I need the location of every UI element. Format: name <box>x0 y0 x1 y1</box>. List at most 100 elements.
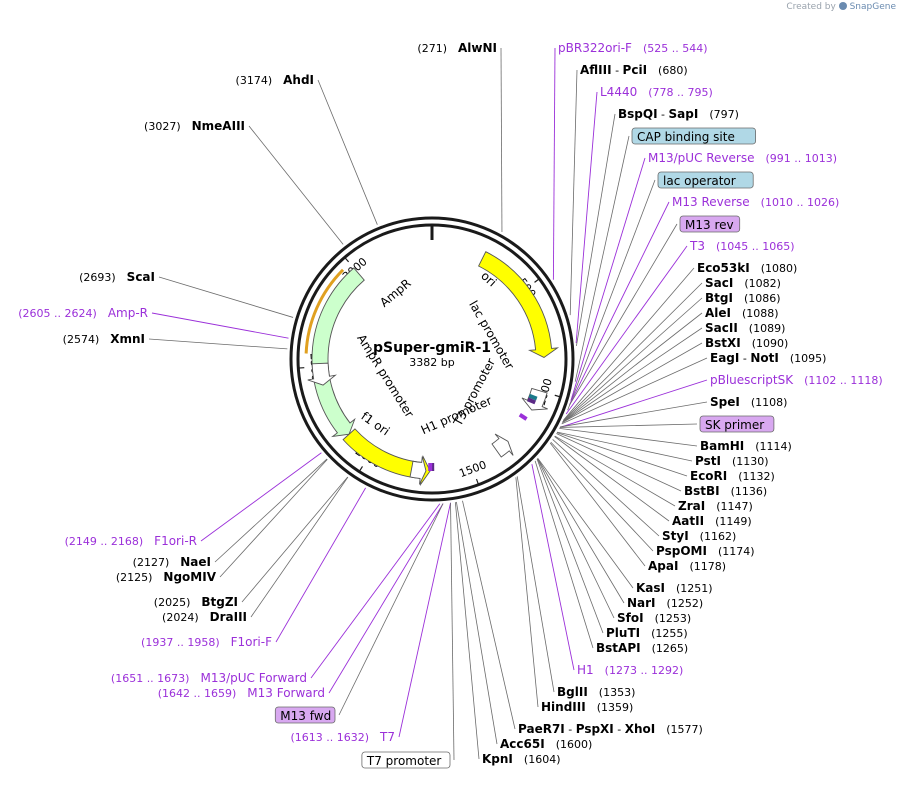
label-pos: (1162) <box>689 530 737 543</box>
label-pos: (1082) <box>733 277 781 290</box>
label-text: StyI (1162) <box>662 529 736 543</box>
site-pluti: PluTI (1255) <box>606 626 688 640</box>
label-text: BtgI (1086) <box>705 291 781 305</box>
label-pos: (1353) <box>588 686 636 699</box>
label-text: (271) AlwNI <box>417 41 497 55</box>
credit-prefix: Created by <box>786 2 836 12</box>
leader-line <box>569 224 677 405</box>
site-paer7i: PaeR7I - PspXI - XhoI (1577) <box>518 722 703 736</box>
label-text: (2127) NaeI <box>133 555 211 569</box>
leader-line <box>550 443 645 566</box>
label-name: M13 Reverse <box>672 195 750 209</box>
label-sep: - <box>612 64 623 77</box>
label-text: EagI - NotI (1095) <box>710 351 826 365</box>
label-sep: - <box>739 352 750 365</box>
label-name: StyI <box>662 529 689 543</box>
site-sfoi: SfoI (1253) <box>617 611 691 625</box>
leader-line <box>562 328 702 422</box>
label-text: (1651 .. 1673) M13/pUC Forward <box>111 671 307 685</box>
feature-label-f1-ori: f1 ori <box>358 409 392 438</box>
site-bspqi: BspQI - SapI (797) <box>618 107 739 121</box>
label-text: SfoI (1253) <box>617 611 691 625</box>
leader-line <box>562 343 702 423</box>
label-name: H1 <box>577 663 594 677</box>
label-pos: (1359) <box>586 701 634 714</box>
label-text: PaeR7I - PspXI - XhoI (1577) <box>518 722 703 736</box>
label-text: HindIII (1359) <box>541 700 633 714</box>
label-text: (2605 .. 2624) Amp-R <box>18 306 148 320</box>
label-pos: (1010 .. 1026) <box>750 196 840 209</box>
label-name: ApaI <box>648 559 678 573</box>
label-name: SapI <box>669 107 699 121</box>
leader-line <box>566 246 687 414</box>
credit-brand: SnapGene <box>850 2 896 12</box>
label-name: NarI <box>627 596 656 610</box>
label-text: KasI (1251) <box>636 581 713 595</box>
label-text: SacI (1082) <box>705 276 781 290</box>
leader-line <box>242 477 348 602</box>
leader-line <box>537 459 614 618</box>
label-name: pBluescriptSK <box>710 373 794 387</box>
primer-h1: H1 (1273 .. 1292) <box>577 663 683 677</box>
left-labels: (271) AlwNI(3174) AhdI(3027) NmeAIII(269… <box>18 41 497 768</box>
leader-line <box>576 92 597 343</box>
label-sep: - <box>658 108 669 121</box>
label-pos: (1577) <box>655 723 703 736</box>
label-pos: (1088) <box>731 307 779 320</box>
label-name: BtgZI <box>201 595 238 609</box>
label-name: BstAPI <box>596 641 641 655</box>
primer-pbr322ori-f: pBR322ori-F (525 .. 544) <box>558 41 708 55</box>
label-name: NaeI <box>180 555 211 569</box>
leader-line <box>249 126 343 244</box>
tick-mark-3000 <box>345 257 349 262</box>
label-pos: (1095) <box>779 352 827 365</box>
label-pos: (1178) <box>678 560 726 573</box>
plasmid-length: 3382 bp <box>409 356 454 369</box>
label-text: M13/pUC Reverse (991 .. 1013) <box>648 151 837 165</box>
label-pos: (2149 .. 2168) <box>65 535 155 548</box>
label-name: F1ori-F <box>231 635 272 649</box>
feature-box-cap-binding-site: CAP binding site <box>632 128 756 144</box>
leader-line <box>251 477 348 617</box>
label-name: Amp-R <box>108 306 148 320</box>
label-name: Acc65I <box>500 737 545 751</box>
label-text: (1613 .. 1632) T7 <box>290 730 395 744</box>
label-name: BtgI <box>705 291 733 305</box>
leader-line <box>159 277 293 317</box>
label-pos: (1642 .. 1659) <box>158 687 248 700</box>
label-pos: (2605 .. 2624) <box>18 307 108 320</box>
primer-t3: T3 (1045 .. 1065) <box>689 239 795 253</box>
label-name: SpeI <box>710 395 740 409</box>
feature-box-t7-promoter: T7 promoter <box>362 752 450 768</box>
label-name: NgoMIV <box>163 570 216 584</box>
leader-line <box>451 503 454 760</box>
leader-line <box>568 180 655 410</box>
label-pos: (1613 .. 1632) <box>290 731 380 744</box>
site-sacii: SacII (1089) <box>705 321 785 335</box>
primer-pbluescriptsk: pBluescriptSK (1102 .. 1118) <box>710 373 883 387</box>
label-name: PciI <box>623 63 648 77</box>
leader-line <box>517 476 554 692</box>
site-aatii: AatII (1149) <box>672 514 752 528</box>
feature-box-lac-operator: lac operator <box>658 172 753 188</box>
label-text: BstXI (1090) <box>705 336 788 350</box>
site-btgi: BtgI (1086) <box>705 291 781 305</box>
label-pos: (1252) <box>656 597 704 610</box>
label-text: (2693) ScaI <box>79 270 155 284</box>
leader-line <box>311 504 440 678</box>
label-text: (1937 .. 1958) F1ori-F <box>141 635 272 649</box>
label-name: KpnI <box>482 752 513 766</box>
label-name: Eco53kI <box>697 261 750 275</box>
site-scai: (2693) ScaI <box>79 270 155 284</box>
label-name: PstI <box>695 454 721 468</box>
label-name: XhoI <box>625 722 656 736</box>
label-pos: (1045 .. 1065) <box>705 240 795 253</box>
label-name: AleI <box>705 306 731 320</box>
label-text: T3 (1045 .. 1065) <box>689 239 795 253</box>
label-pos: (680) <box>647 64 688 77</box>
leader-line <box>570 70 577 315</box>
site-draiii: (2024) DraIII <box>162 610 247 624</box>
label-text: (3027) NmeAIII <box>144 119 245 133</box>
label-name: L4440 <box>600 85 637 99</box>
